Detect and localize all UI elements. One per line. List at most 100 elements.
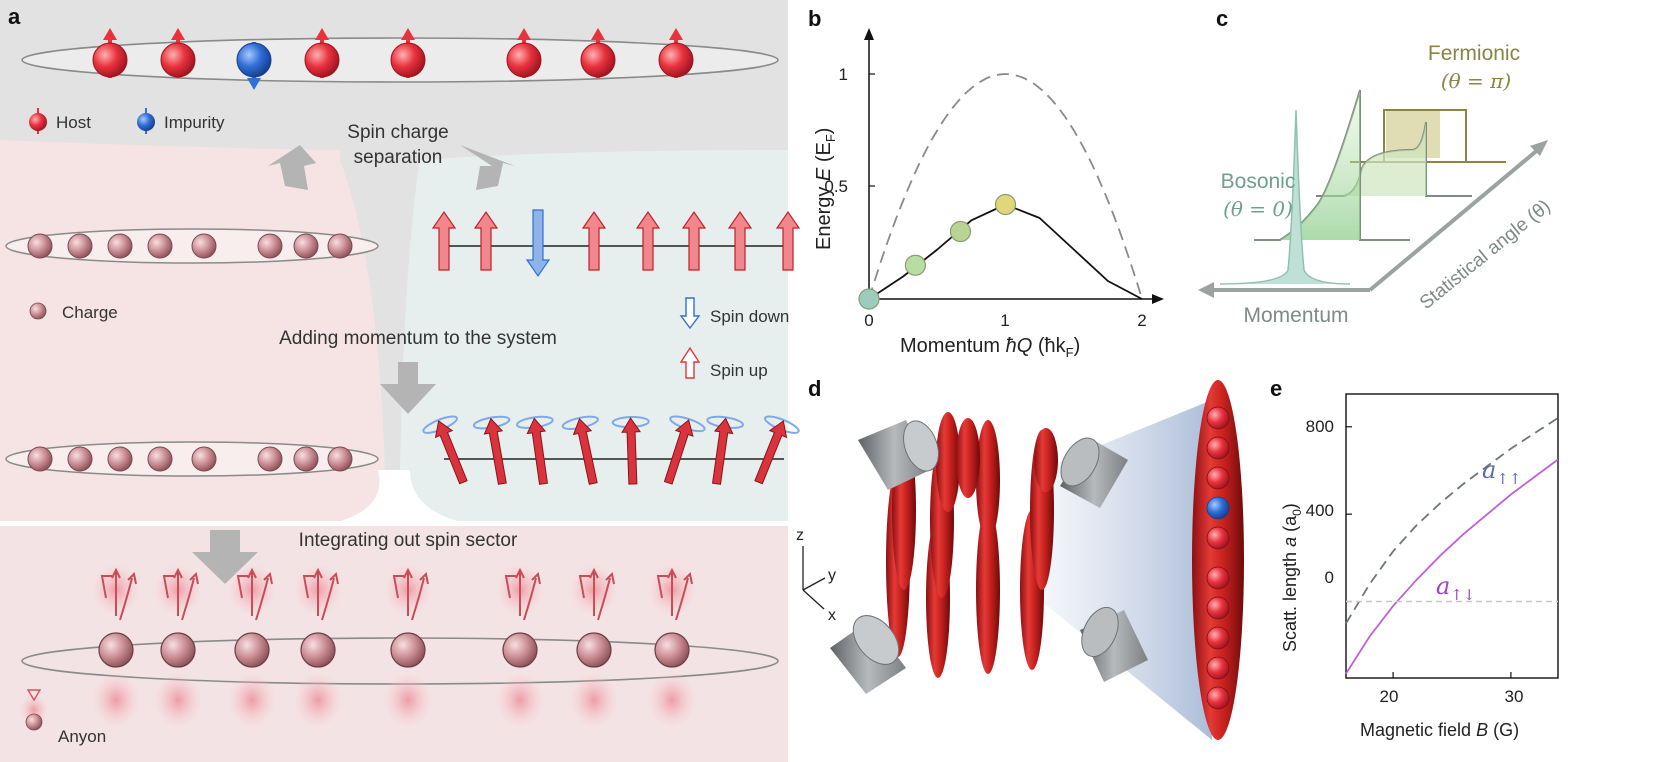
spin-up-arrow: [581, 210, 607, 271]
panel-c: c Momentum Statistical angle (θ) Fermion…: [1198, 6, 1555, 327]
legend-anyon: Anyon: [20, 689, 106, 746]
e-plot-area: [1345, 417, 1559, 678]
panel-label-a: a: [8, 4, 21, 29]
charge-particle: [147, 233, 173, 259]
host-atom: [658, 28, 694, 78]
anyon: [496, 564, 544, 728]
legend-spin-down-label: Spin down: [710, 307, 789, 326]
impurity-icon: [137, 113, 155, 131]
e-ylabel: Scatt. length a (a0): [1280, 503, 1304, 652]
b-xlabel: Momentum ħQ (ħkF): [900, 335, 1080, 360]
charge-icon: [29, 302, 47, 320]
e-ytick-0: 0: [1325, 568, 1334, 587]
spin-chain: [431, 209, 801, 278]
charge-particle: [293, 233, 319, 259]
d-tube: [956, 418, 980, 498]
legend-spin-down: Spin down: [679, 297, 789, 330]
anyon: [92, 564, 140, 728]
charge-particle: [147, 446, 173, 472]
legend-spin-up: Spin up: [679, 346, 768, 380]
precessing-spin: [561, 415, 599, 485]
e-label-upup: a↑↑: [1482, 456, 1521, 488]
arrow-adding-momentum: [380, 362, 436, 414]
d-laser-cone-2: [1060, 437, 1128, 508]
d-tube: [976, 420, 1000, 540]
spin-up-arrow: [775, 210, 801, 271]
legend-impurity-label: Impurity: [164, 113, 225, 132]
arrow-to-charge: [268, 145, 316, 190]
charge-particle: [293, 446, 319, 472]
d-host-atom: [1206, 656, 1230, 680]
charge-particle: [107, 446, 133, 472]
host-atom: [390, 28, 426, 78]
d-host-atom: [1206, 626, 1230, 650]
precessing-spin: [754, 415, 800, 485]
anyon: [570, 564, 618, 728]
d-host-atom: [1206, 466, 1230, 490]
merge-gap: [330, 470, 470, 524]
d-zoom-beam: [1040, 400, 1212, 740]
charge-particle: [107, 233, 133, 259]
d-host-atom: [1206, 436, 1230, 460]
e-xlabel: Magnetic field B (G): [1360, 720, 1519, 740]
b-marker: [904, 254, 927, 276]
d-host-atom: [1206, 526, 1230, 550]
host-chain: [92, 28, 694, 90]
precessing-spin: [663, 415, 706, 485]
d-zoomed-atoms: [1206, 406, 1230, 710]
precessing-spin: [611, 415, 650, 485]
e-xtick-20: 20: [1380, 687, 1399, 706]
b-free-dispersion-curve: [868, 73, 1143, 300]
spin-up-arrow: [431, 210, 457, 271]
anyon: [294, 564, 342, 728]
panel-label-d: d: [808, 376, 821, 401]
host-atom: [506, 28, 542, 78]
e-plot-frame: [1345, 393, 1559, 679]
panel-a: a Host Impurity Spin charge separation C…: [0, 0, 801, 762]
b-ylabel: Energy E (EF): [813, 128, 838, 250]
e-label-updown: a↑↓: [1436, 572, 1475, 604]
c-fermionic-label: Fermionic: [1428, 42, 1520, 65]
anyon-string-icon: [26, 689, 42, 702]
anyon: [384, 564, 432, 728]
b-xtick-2: 2: [1137, 311, 1146, 330]
arrow-to-spin: [460, 145, 515, 190]
legend-host: Host: [29, 108, 91, 134]
panel-label-b: b: [808, 6, 821, 31]
legend-impurity: Impurity: [137, 108, 225, 134]
host-atom: [580, 28, 616, 78]
spin-up-arrow: [635, 210, 661, 271]
charge-chain-2: [27, 446, 353, 472]
spin-up-arrow: [681, 210, 707, 271]
arrow-integrating-out: [192, 530, 258, 584]
b-dispersion-curve: [868, 203, 1143, 300]
spin-up-arrow: [473, 210, 499, 271]
precessing-spin-chain: [422, 415, 800, 485]
panel-b: b 1 0.5 0 1 2 Energy E (EF) Momentum ħQ …: [808, 6, 1164, 360]
charge-particle: [191, 233, 217, 259]
charge-particle: [27, 446, 53, 472]
charge-particle: [67, 233, 93, 259]
spin-up-icon: [679, 346, 701, 379]
host-icon: [29, 113, 47, 131]
integrating-out-label: Integrating out spin sector: [299, 530, 518, 551]
d-tube: [1034, 428, 1058, 492]
c-fermionic-theta: (θ = π): [1441, 69, 1511, 93]
legend-spin-up-label: Spin up: [710, 361, 768, 380]
charge-particle: [327, 446, 353, 472]
panel-label-c: c: [1216, 6, 1228, 31]
b-ytick-1: 1: [839, 65, 848, 84]
legend-anyon-label: Anyon: [58, 727, 106, 746]
charge-particle: [191, 446, 217, 472]
legend-charge-label: Charge: [62, 303, 118, 322]
d-tube: [936, 412, 960, 512]
anyon-icon: [25, 713, 43, 731]
spin-down-icon: [679, 297, 701, 330]
precessing-spin: [706, 415, 744, 485]
c-momentum-label: Momentum: [1243, 304, 1348, 327]
b-marker: [949, 220, 972, 243]
legend-host-label: Host: [56, 113, 91, 132]
anyon: [228, 564, 276, 728]
e-series-line: [1345, 417, 1559, 624]
